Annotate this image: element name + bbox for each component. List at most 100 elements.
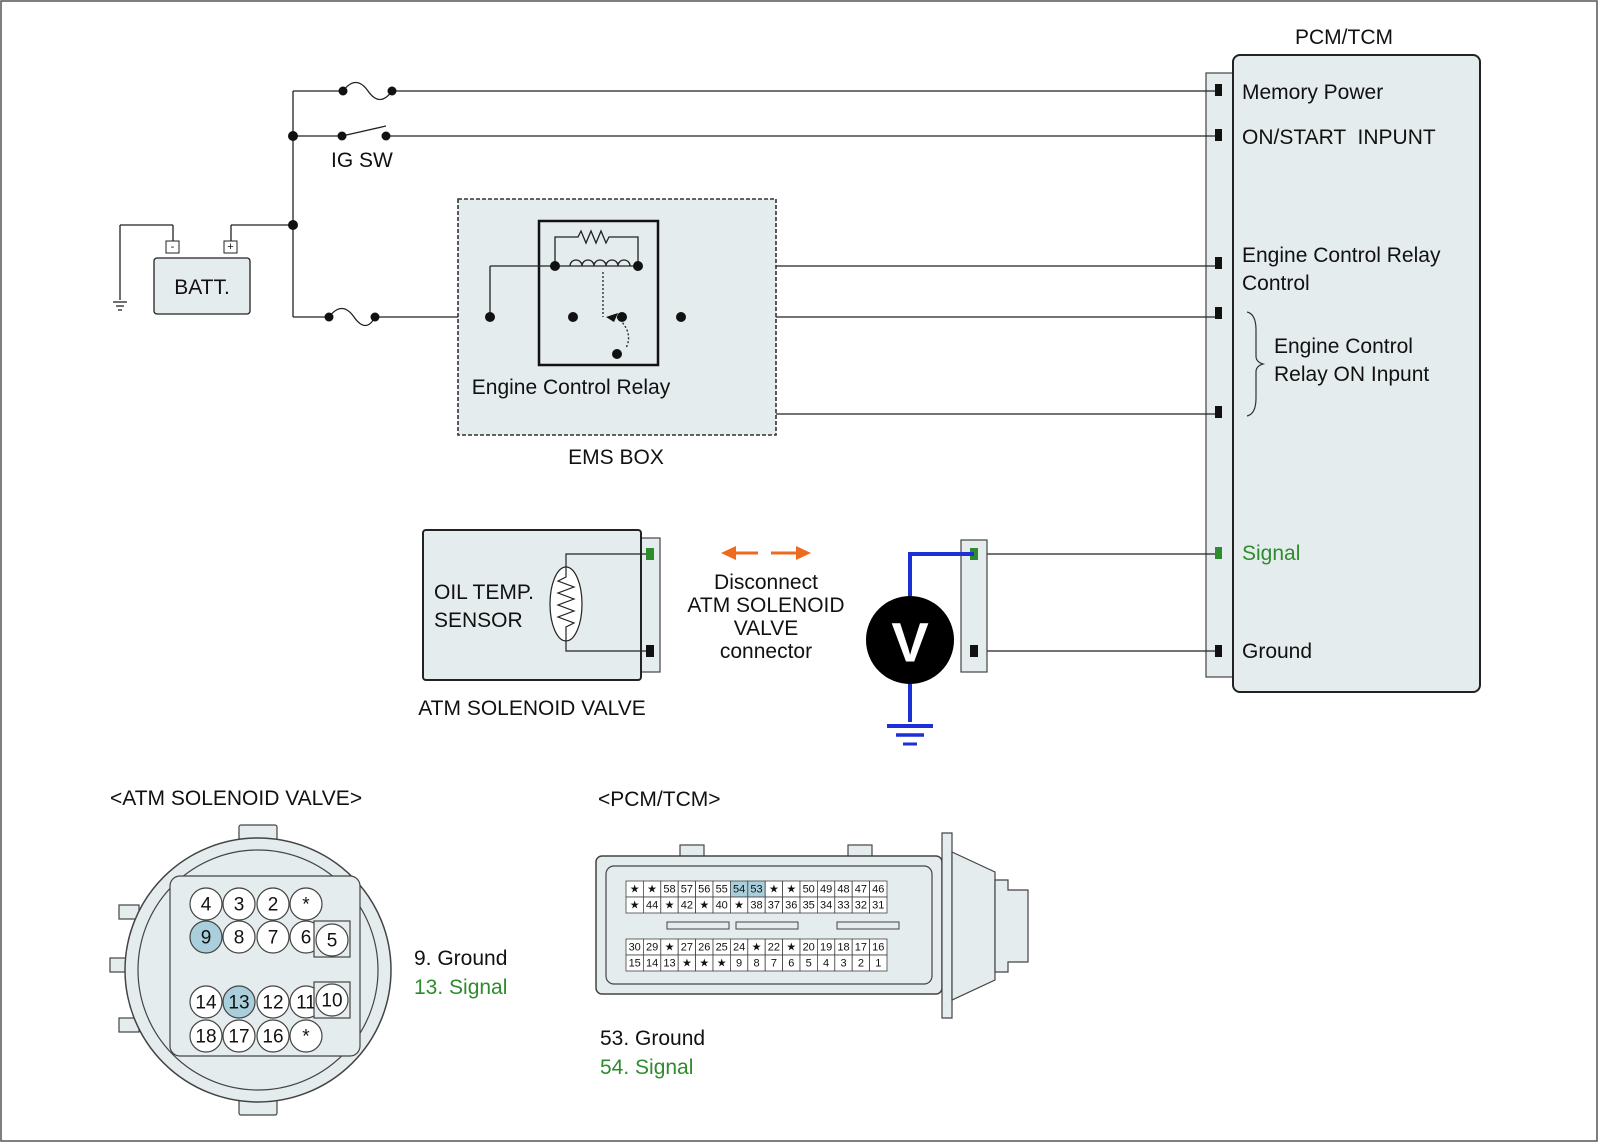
atm-pin-atm_connector.row2.2: [256, 920, 290, 954]
disconnect-line-1: Disconnect: [714, 571, 818, 594]
pcm-connector-title: <PCM/TCM>: [598, 788, 721, 811]
label-ecr-control-2: Control: [1242, 272, 1310, 295]
pcm-pin-label: 55: [716, 884, 728, 896]
sensor-label-2: SENSOR: [434, 609, 523, 632]
pcm-pin-label: 44: [646, 900, 658, 912]
atm-pin-atm_connector.row4.2: [256, 1019, 290, 1053]
pcm-pin-label: 50: [803, 884, 815, 896]
harness-connector: [960, 539, 1215, 673]
pcm-pin-label: 33: [837, 900, 849, 912]
label-on-start: ON/START INPUNT: [1242, 126, 1436, 149]
atm-pin-atm_connector.row3.1: [222, 985, 256, 1019]
atm-pin-label: 12: [262, 993, 283, 1014]
pcm-pin-on-start: [1215, 129, 1222, 141]
pcm-pin-label: 1: [875, 958, 881, 970]
atm-pin-label: 9: [201, 928, 212, 949]
atm-pin-label: 18: [195, 1027, 216, 1048]
pcm-pin-label: 2: [858, 958, 864, 970]
atm-pin-label: 11: [296, 993, 316, 1014]
atm-pin-label: *: [302, 1027, 310, 1048]
pcm-pin-label: 8: [753, 958, 759, 970]
pcm-pin-label: ★: [734, 900, 744, 912]
ig-switch-label: IG SW: [331, 149, 393, 172]
atm-pin-atm_connector.row3.2: [256, 985, 290, 1019]
atm-pin-atm_connector.row1.3: [289, 887, 323, 921]
battery-box: [153, 257, 251, 315]
atm-pin-atm_connector.row1.0: [189, 887, 223, 921]
pcm-connector-strip: [1205, 72, 1237, 678]
atm-pin-atm_connector.pin10: [315, 983, 349, 1017]
pcm-tcm-module: PCM/TCM Memory Power ON/START INPUNT Eng…: [1205, 26, 1481, 693]
relay-box: [537, 219, 660, 367]
pcm-pin-label: ★: [786, 884, 796, 896]
atm-pin-label: 4: [201, 895, 212, 916]
label-ecr-on-2: Relay ON Inpunt: [1274, 363, 1429, 386]
pcm-pin-label: 15: [629, 958, 641, 970]
pcm-pin-label: 49: [820, 884, 832, 896]
ecr-on-brace: [1246, 311, 1266, 417]
label-memory-power: Memory Power: [1242, 81, 1383, 104]
pcm-title: PCM/TCM: [1295, 26, 1393, 49]
pcm-pin-label: 53: [750, 884, 762, 896]
disconnect-arrows: [721, 546, 811, 560]
pcm-pin-label: 26: [698, 942, 710, 954]
pcm-pin-label: ★: [699, 900, 709, 912]
pcm-pin-label: 4: [823, 958, 829, 970]
pcm-module-box: [1232, 54, 1481, 693]
pcm-pin-label: 9: [736, 958, 742, 970]
atm-pin-atm_connector.row1.2: [256, 887, 290, 921]
pcm-pin-label: 14: [646, 958, 658, 970]
pcm-pin-label: 16: [872, 942, 884, 954]
pcm-pin-label: 48: [837, 884, 849, 896]
pcm-legend-signal: 54. Signal: [600, 1056, 693, 1079]
atm-pin-label: 2: [268, 895, 279, 916]
pcm-pin-label: 30: [629, 942, 641, 954]
disconnect-line-3: VALVE: [734, 617, 799, 640]
atm-pin-label: 5: [327, 931, 338, 952]
sensor-caption: ATM SOLENOID VALVE: [418, 697, 646, 720]
atm-pin-atm_connector.pin5: [315, 923, 349, 957]
pcm-pin-label: 29: [646, 942, 658, 954]
pcm-pin-label: 32: [855, 900, 867, 912]
disconnect-line-2: ATM SOLENOID: [687, 594, 844, 617]
pcm-pin-label: 46: [872, 884, 884, 896]
pcm-pin-ecr-on-1: [1215, 307, 1222, 319]
atm-pin-label: 13: [228, 993, 249, 1014]
oil-temp-sensor: OIL TEMP. SENSOR ATM SOLENOID VALVE: [418, 529, 661, 720]
label-ecr-control-1: Engine Control Relay: [1242, 244, 1441, 267]
pcm-pin-label: 56: [698, 884, 710, 896]
voltmeter: V: [866, 552, 974, 746]
pcm-pin-label: 13: [663, 958, 675, 970]
pcm-pin-cell: [869, 896, 888, 914]
pcm-pin-label: 19: [820, 942, 832, 954]
pcm-pin-label: 54: [733, 884, 745, 896]
atm-pin-label: 10: [321, 991, 342, 1012]
pcm-pin-label: 17: [855, 942, 867, 954]
pcm-pin-label: ★: [630, 884, 640, 896]
pcm-pin-label: ★: [665, 900, 675, 912]
pcm-pin-label: 7: [771, 958, 777, 970]
pcm-pin-label: 5: [806, 958, 812, 970]
atm-pin-label: *: [302, 895, 310, 916]
pcm-pin-label: ★: [752, 942, 762, 954]
label-signal: Signal: [1242, 542, 1300, 565]
label-ecr-on-1: Engine Control: [1274, 335, 1413, 358]
label-ground: Ground: [1242, 640, 1312, 663]
pcm-pin-label: 6: [788, 958, 794, 970]
pcm-pin-label: ★: [699, 958, 709, 970]
pcm-pin-label: ★: [647, 884, 657, 896]
atm-pin-atm_connector.row4.0: [189, 1019, 223, 1053]
pcm-pin-label: 18: [837, 942, 849, 954]
disconnect-line-4: connector: [720, 640, 812, 663]
battery: - + BATT.: [153, 240, 251, 315]
atm-pin-label: 8: [234, 928, 245, 949]
atm-legend-ground: 9. Ground: [414, 947, 507, 970]
pcm-legend-ground: 53. Ground: [600, 1027, 705, 1050]
pcm-pin-label: ★: [786, 942, 796, 954]
pcm-pin-label: ★: [717, 958, 727, 970]
pcm-pin-label: 47: [855, 884, 867, 896]
pcm-pin-signal: [1215, 547, 1222, 559]
